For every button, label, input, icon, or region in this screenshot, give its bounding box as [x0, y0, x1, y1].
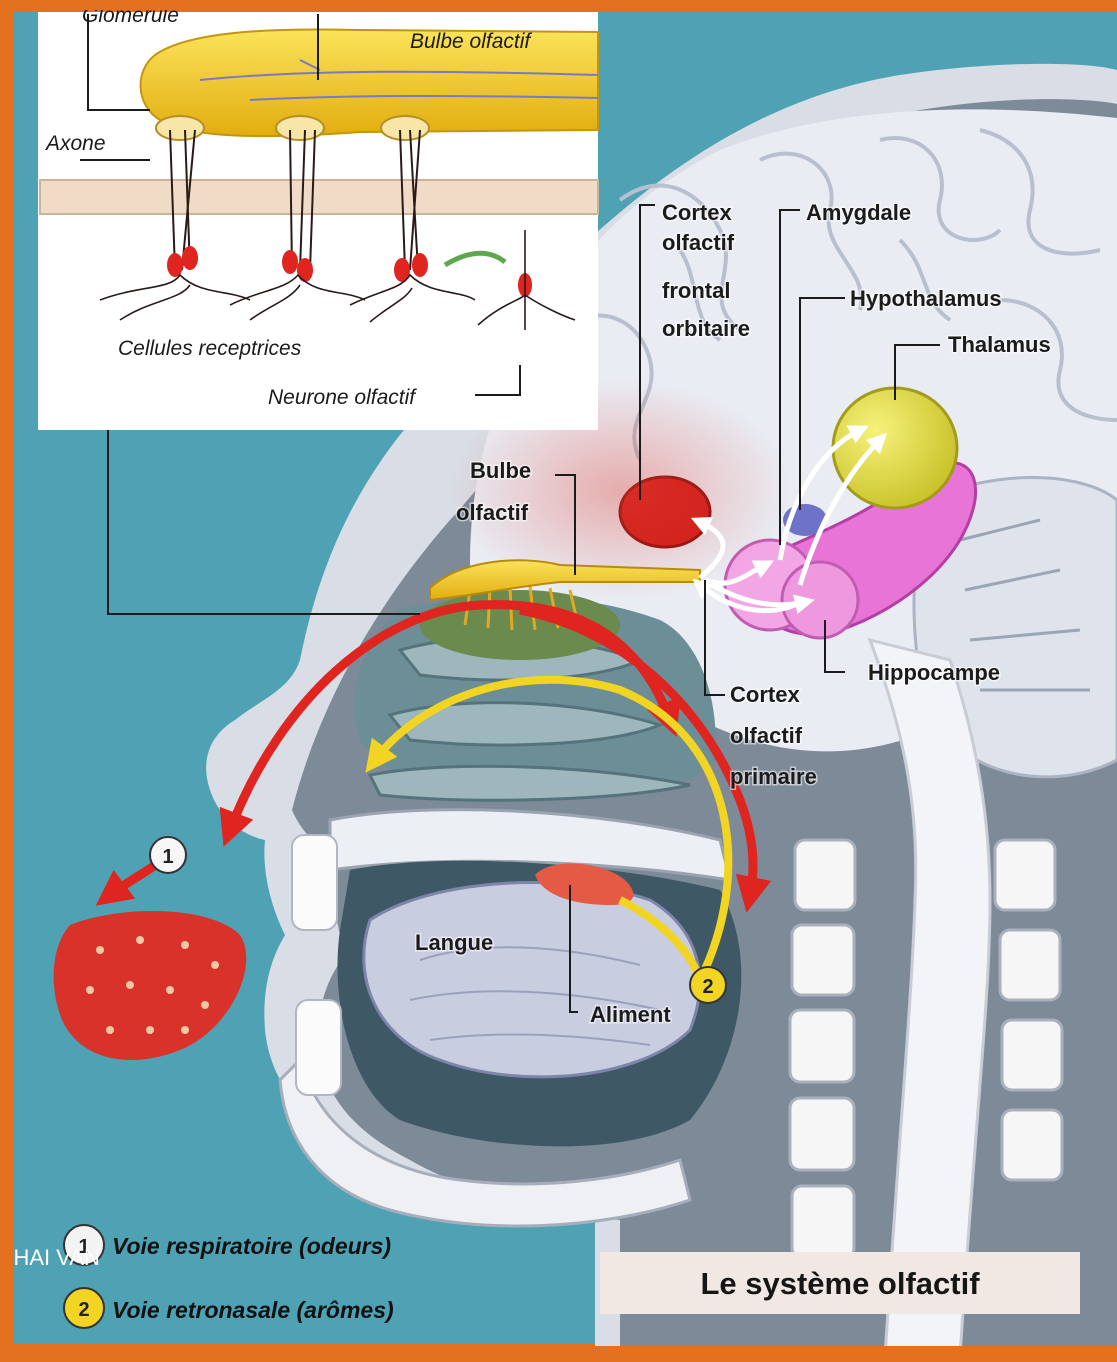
label-bulbe-1: Bulbe	[470, 458, 531, 483]
svg-text:1: 1	[162, 846, 173, 868]
legend-item-2: Voie retronasale (arômes)	[112, 1297, 394, 1323]
label-langue: Langue	[415, 930, 493, 955]
label-cortex-ofo-3: frontal	[662, 278, 730, 303]
amygdala-lobe	[782, 562, 858, 638]
label-hypothalamus: Hypothalamus	[850, 286, 1002, 311]
label-cortex-primaire-2: olfactif	[730, 723, 803, 748]
label-cortex-primaire-1: Cortex	[730, 682, 800, 707]
marker-1: 1	[150, 837, 186, 873]
label-hippocampe: Hippocampe	[868, 660, 1000, 685]
inset-label-cellules: Cellules receptrices	[118, 337, 302, 360]
svg-text:2: 2	[78, 1299, 89, 1321]
label-bulbe-2: olfactif	[456, 500, 529, 525]
label-cortex-ofo-4: orbitaire	[662, 316, 750, 341]
marker-2: 2	[690, 967, 726, 1003]
label-thalamus: Thalamus	[948, 332, 1051, 357]
frame-top	[0, 0, 1117, 10]
diagram-title: Le système olfactif	[700, 1266, 980, 1301]
label-cortex-ofo-1: Cortex	[662, 200, 732, 225]
label-amygdale: Amygdale	[806, 200, 911, 225]
inset-label-bulbe: Bulbe olfactif	[410, 30, 532, 53]
frame-left	[0, 0, 14, 1357]
legend-item-1: Voie respiratoire (odeurs)	[112, 1233, 391, 1259]
label-cortex-ofo-2: olfactif	[662, 230, 735, 255]
label-aliment: Aliment	[590, 1002, 671, 1027]
inset-panel	[38, 12, 598, 430]
thalamus	[833, 388, 957, 508]
inset-label-axone: Axone	[44, 132, 106, 155]
author-label: THAI VAN	[0, 1245, 100, 1270]
frame-bottom	[0, 1346, 1117, 1357]
legend-marker-2: 2	[64, 1288, 104, 1328]
svg-text:2: 2	[702, 976, 713, 998]
label-cortex-primaire-3: primaire	[730, 764, 817, 789]
tongue	[364, 883, 700, 1077]
inset-label-neurone: Neurone olfactif	[268, 386, 417, 409]
